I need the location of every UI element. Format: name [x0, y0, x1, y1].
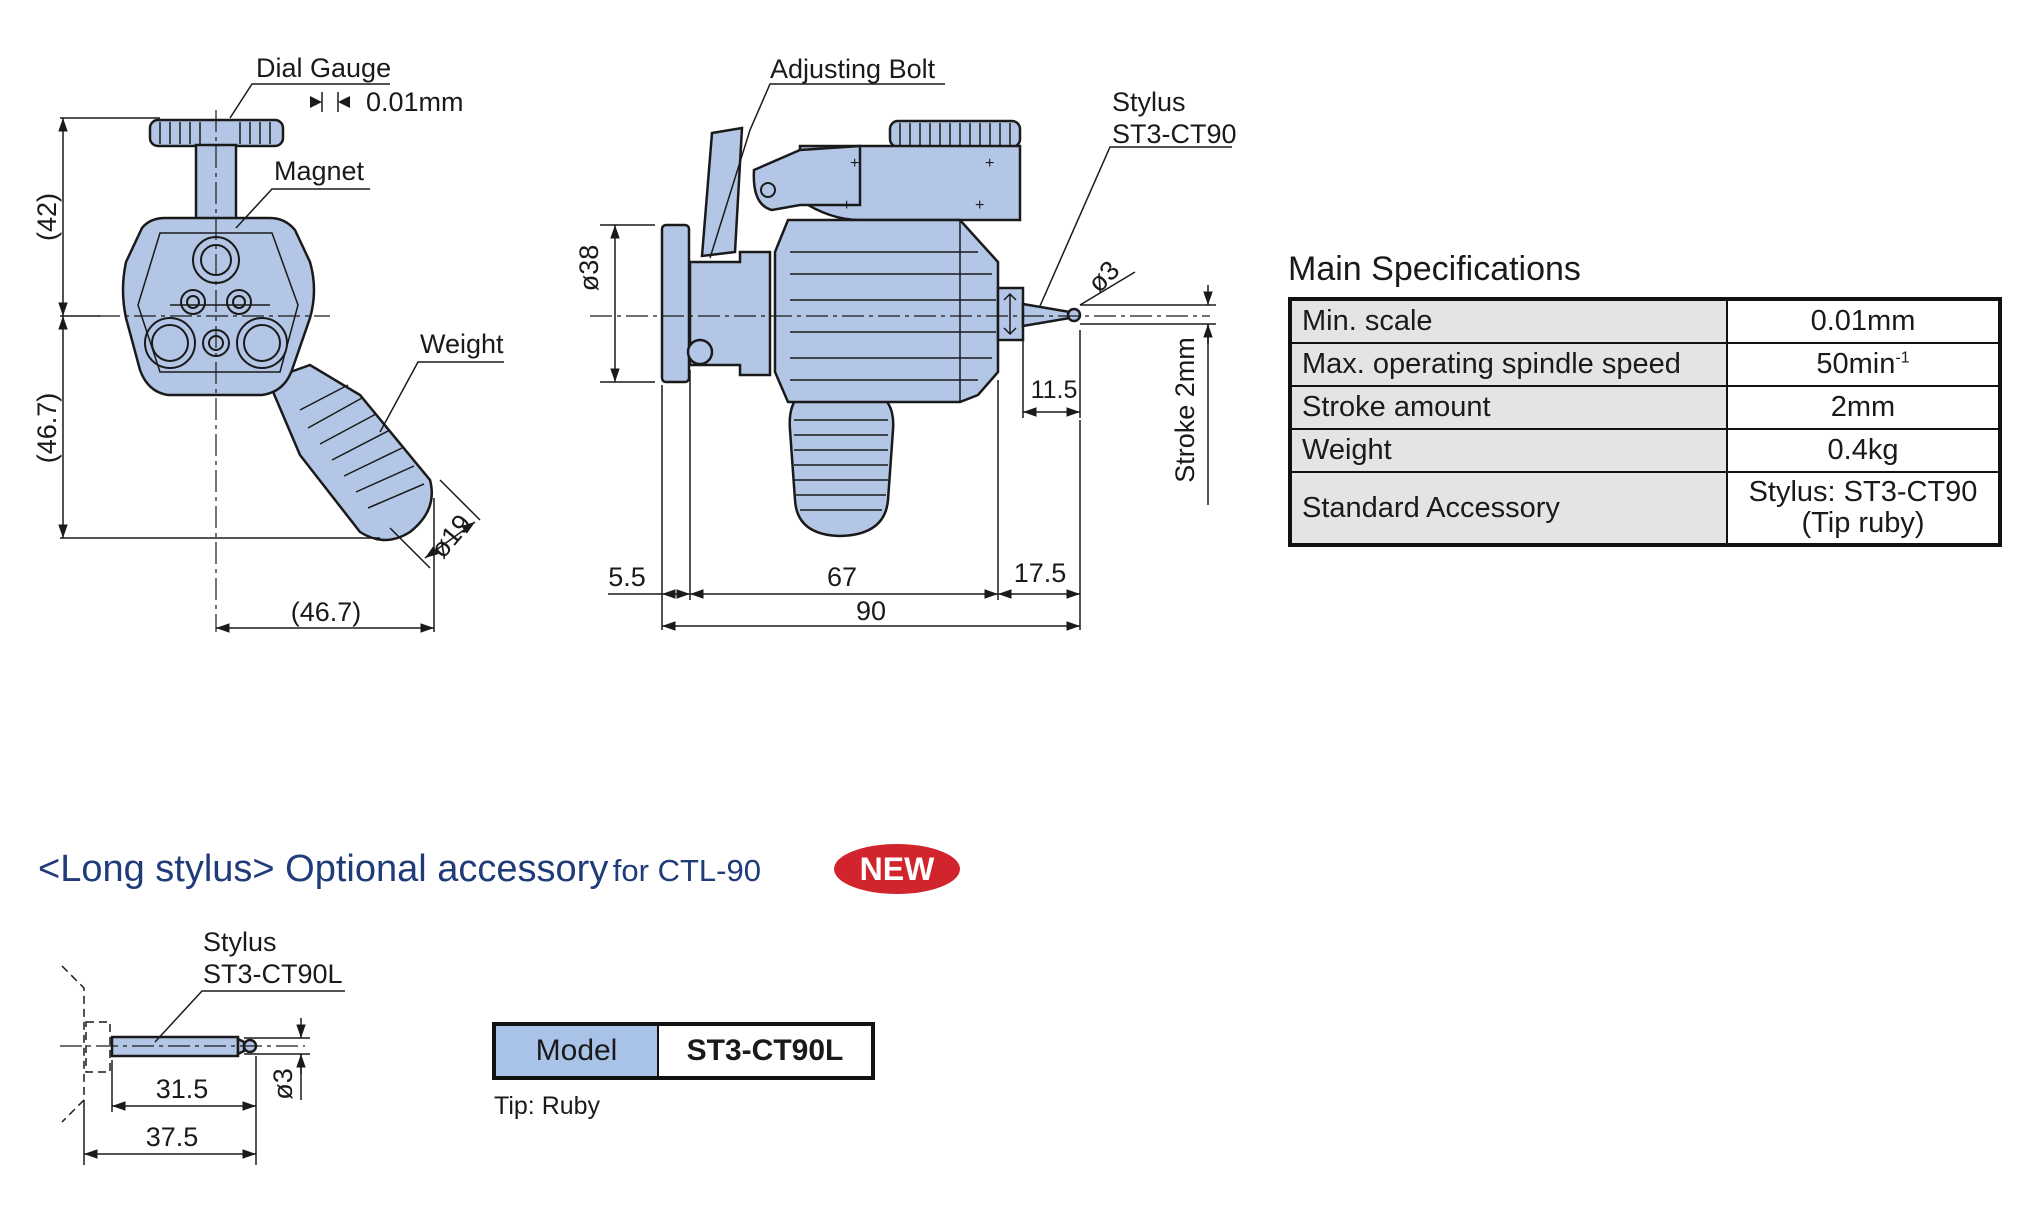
model-table: Model ST3-CT90L	[492, 1022, 875, 1080]
dim-long-dia: ø3	[268, 1068, 298, 1100]
spec-label: Weight	[1289, 428, 1728, 473]
tip-note: Tip: Ruby	[494, 1092, 601, 1120]
spec-row: Max. operating spindle speed 50min-1	[1289, 342, 2001, 387]
dim-stylus-offset: 11.5	[1031, 376, 1078, 404]
spec-value: 0.4kg	[1726, 428, 2001, 473]
spec-value-sup: -1	[1895, 349, 1910, 367]
spec-value: Stylus: ST3-CT90(Tip ruby)	[1726, 471, 2001, 546]
spec-row: Stroke amount 2mm	[1289, 385, 2001, 430]
svg-text:+: +	[842, 197, 851, 214]
spec-row: Min. scale 0.01mm	[1289, 298, 2001, 344]
magnet-holes	[144, 236, 288, 369]
label-dial-resolution: 0.01mm	[366, 87, 464, 117]
dim-body-dia: ø38	[574, 245, 604, 292]
label-magnet: Magnet	[274, 156, 365, 186]
dim-total-length: 90	[856, 596, 886, 626]
model-row: Model ST3-CT90L	[493, 1023, 874, 1079]
svg-text:+: +	[985, 155, 994, 172]
spec-label: Min. scale	[1289, 298, 1728, 344]
front-dial-housing: + + + +	[752, 119, 1022, 222]
accessory-heading: <Long stylus> Optional accessory for CTL…	[38, 848, 761, 891]
label-stroke: Stroke 2mm	[1170, 337, 1200, 483]
spec-value-line2: (Tip ruby)	[1801, 507, 1925, 539]
dim-body-length: 67	[827, 562, 857, 592]
spec-row: Weight 0.4kg	[1289, 428, 2001, 473]
base-body	[121, 216, 316, 397]
spec-title: Main Specifications	[1288, 250, 1581, 288]
adjusting-bolt	[700, 126, 744, 258]
spec-label: Standard Accessory	[1289, 471, 1728, 546]
svg-text:+: +	[975, 197, 984, 214]
stylus-part	[996, 286, 1082, 342]
label-adjusting-bolt: Adjusting Bolt	[770, 54, 936, 84]
spec-value: 50min-1	[1726, 342, 2001, 387]
dim-flange: 5.5	[608, 562, 646, 592]
weight-part	[266, 363, 433, 542]
spec-value-base: 50min	[1816, 348, 1896, 380]
spec-value: 2mm	[1726, 385, 2001, 430]
dim-width-left: (46.7)	[291, 597, 362, 627]
label-stylus-model: ST3-CT90	[1112, 119, 1237, 149]
spec-table: Min. scale 0.01mm Max. operating spindle…	[1288, 297, 2002, 547]
label-long-stylus-model: ST3-CT90L	[203, 959, 343, 989]
spec-value: 0.01mm	[1726, 298, 2001, 344]
label-long-stylus: Stylus	[203, 927, 277, 957]
accessory-heading-main: <Long stylus> Optional accessory	[38, 848, 609, 890]
dim-long-a: 31.5	[156, 1074, 209, 1104]
label-dial-gauge: Dial Gauge	[256, 53, 391, 83]
dim-weight-dia: ø19	[425, 509, 478, 564]
side-view-front: + + + +	[574, 54, 1237, 631]
long-stylus-view: Stylus ST3-CT90L 31.5 37.5 ø3	[60, 927, 345, 1165]
spec-label: Max. operating spindle speed	[1289, 342, 1728, 387]
label-stylus: Stylus	[1112, 87, 1186, 117]
accessory-heading-suffix: for CTL-90	[612, 853, 761, 888]
dim-long-b: 37.5	[146, 1122, 199, 1152]
spec-value-line1: Stylus: ST3-CT90	[1748, 476, 1978, 508]
spec-label: Stroke amount	[1289, 385, 1728, 430]
spec-row: Standard Accessory Stylus: ST3-CT90(Tip …	[1289, 471, 2001, 546]
dim-height-bottom: (46.7)	[32, 393, 62, 464]
dim-stylus-length: 17.5	[1014, 558, 1067, 588]
model-value: ST3-CT90L	[657, 1023, 874, 1079]
dim-height-top: (42)	[32, 193, 62, 241]
main-body	[773, 218, 1000, 404]
side-view-left: Dial Gauge 0.01mm Magnet Weight (42) (46…	[32, 53, 504, 633]
svg-text:+: +	[850, 155, 859, 172]
label-weight: Weight	[420, 329, 504, 359]
model-label: Model	[493, 1023, 659, 1079]
new-badge: NEW	[834, 844, 960, 894]
dim-tip-dia: ø3	[1082, 255, 1125, 298]
